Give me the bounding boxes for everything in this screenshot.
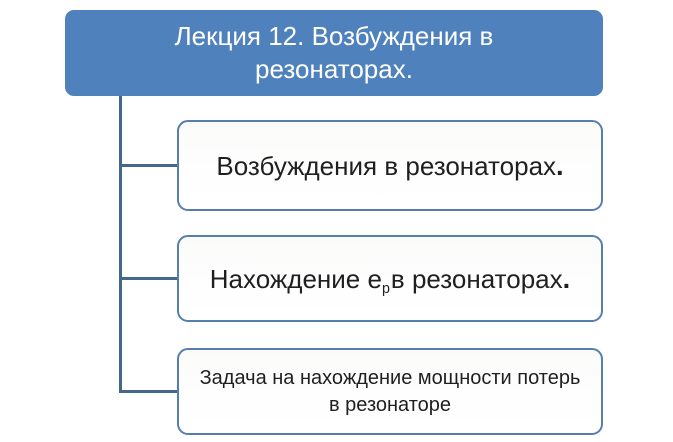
connector-branch-2	[119, 277, 177, 280]
connector-branch-1	[119, 164, 177, 167]
topic-box-1-text: Возбуждения в резонаторах.	[216, 149, 564, 181]
topic-box-3-text: Задача на нахождение мощности потерь в р…	[199, 366, 581, 416]
connector-trunk-line	[119, 96, 122, 392]
header-box: Лекция 12. Возбуждения в резонаторах.	[65, 10, 603, 96]
topic-box-2: Нахождение eрв резонаторах.	[177, 235, 603, 322]
topic-box-1: Возбуждения в резонаторах.	[177, 120, 603, 211]
period-mark: .	[556, 149, 564, 181]
period-mark: .	[562, 262, 571, 294]
subscript-p: р	[381, 280, 390, 297]
header-text: Лекция 12. Возбуждения в резонаторах.	[174, 21, 494, 84]
topic-box-2-text: Нахождение eрв резонаторах.	[209, 262, 571, 297]
connector-branch-3	[119, 390, 177, 393]
topic-box-3: Задача на нахождение мощности потерь в р…	[177, 348, 603, 435]
